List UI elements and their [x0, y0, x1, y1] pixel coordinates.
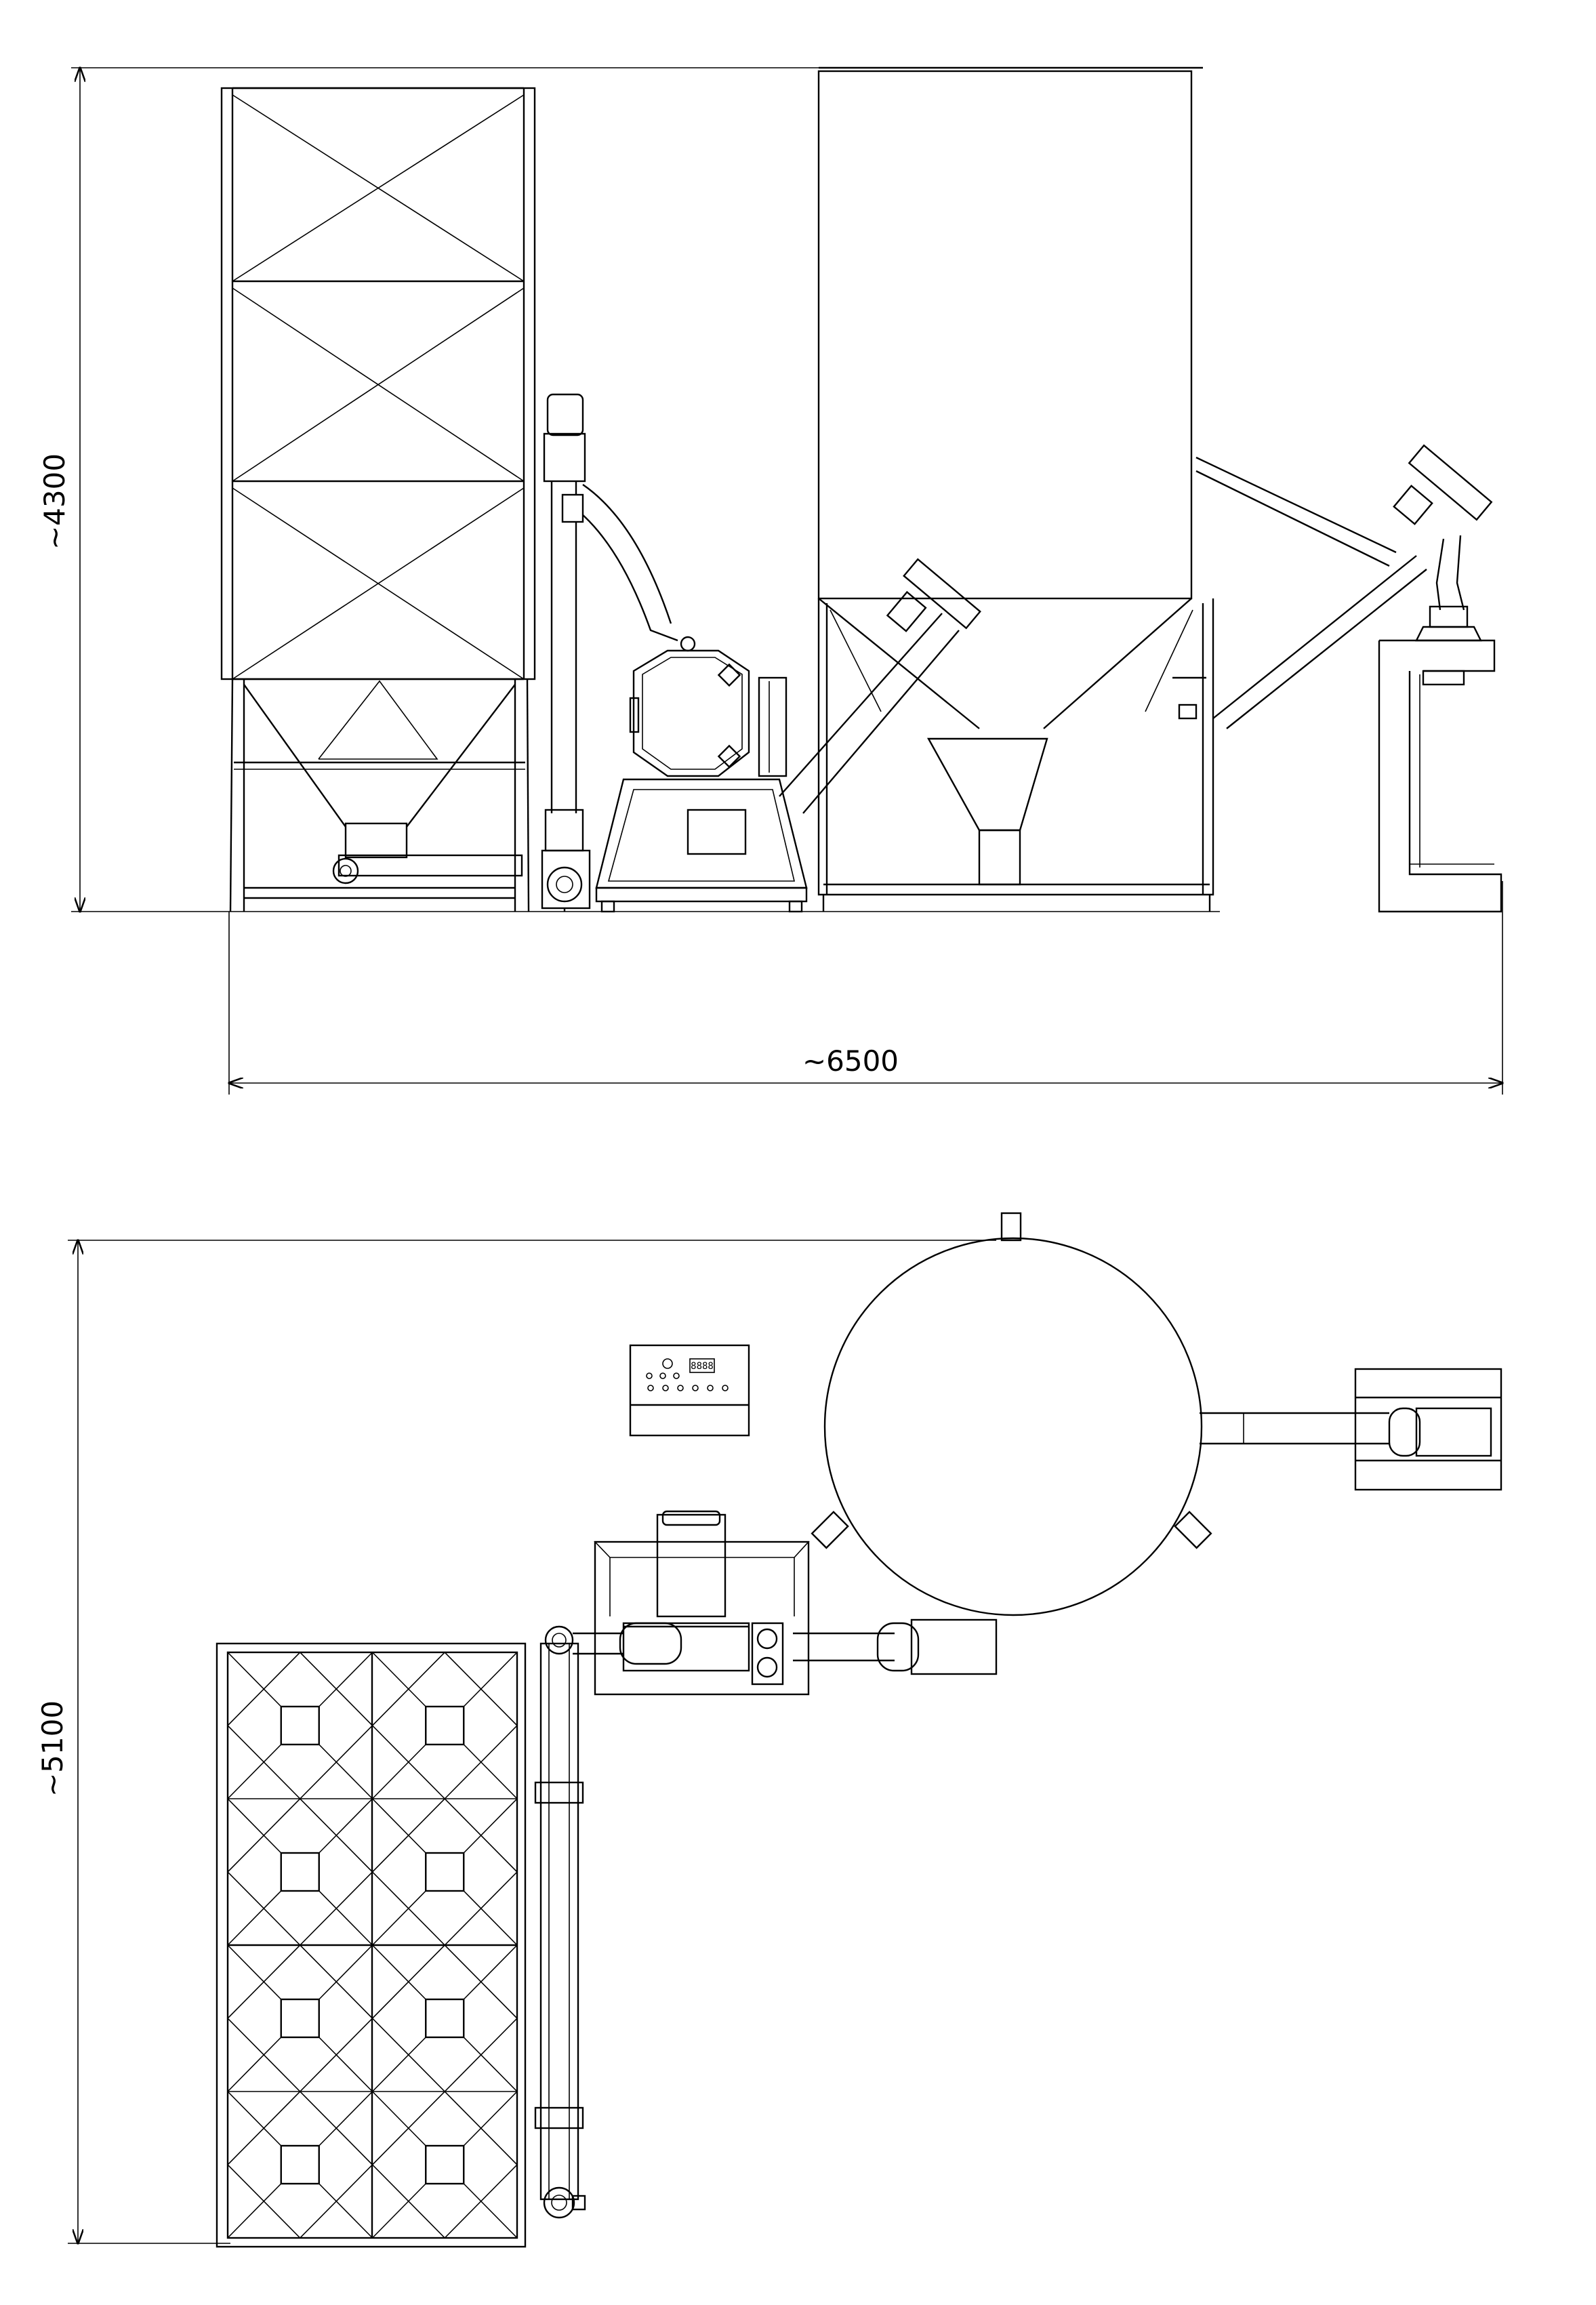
boiler-plan — [594, 1510, 998, 1696]
hopper-cell — [226, 2090, 373, 2239]
side-height-label: ~4300 — [38, 453, 71, 550]
storage-silo — [220, 87, 536, 912]
plan-view: ~5100 8888 — [36, 1212, 1502, 2248]
boiler-unit — [595, 636, 808, 913]
hopper-cell — [226, 1797, 373, 1946]
dosing-stand — [1378, 639, 1502, 913]
side-width-label: ~6500 — [802, 1044, 899, 1078]
main-silo — [817, 66, 1214, 912]
hopper-cell — [371, 2090, 518, 2239]
hopper-cell — [226, 1651, 373, 1800]
storage-silo-plan — [216, 1642, 527, 2248]
hopper-cell — [371, 1797, 518, 1946]
plan-height-dimension: ~5100 — [36, 1240, 996, 2243]
side-width-dimension: ~6500 — [229, 881, 1502, 1095]
hopper-cell — [371, 1944, 518, 2093]
hopper-cell — [226, 1944, 373, 2093]
control-panel-display: 8888 — [691, 1361, 714, 1372]
hopper-cell — [371, 1651, 518, 1800]
main-silo-plan — [811, 1212, 1212, 1616]
right-unit-plan — [1200, 1368, 1502, 1491]
plan-height-label: ~5100 — [36, 1700, 69, 1797]
elevator-plan — [534, 1622, 682, 2219]
inclined-screw-conveyor — [779, 558, 981, 814]
side-view: ~4300 ~6500 — [38, 68, 1502, 1095]
upper-screw-conveyor — [1195, 444, 1493, 729]
control-panel: 8888 — [629, 1344, 750, 1437]
side-height-dimension: ~4300 — [38, 68, 1200, 912]
vertical-elevator — [541, 393, 678, 912]
silo-hopper-cells — [226, 1651, 518, 2239]
